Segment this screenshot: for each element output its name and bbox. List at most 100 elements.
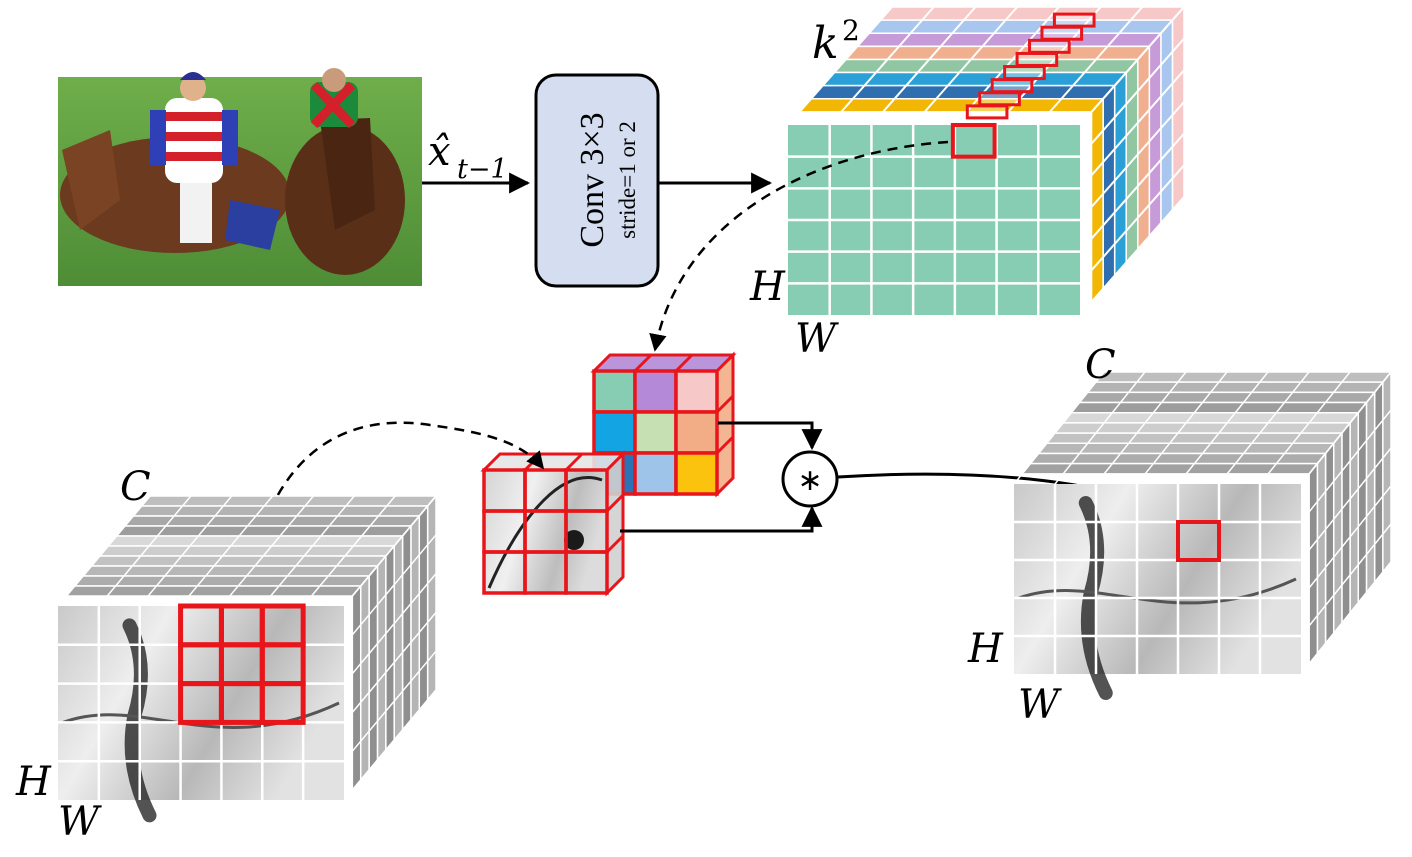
- kernel-side-gridline: [1079, 6, 1185, 126]
- kernel-side-gridline: [1079, 133, 1185, 253]
- kernel-width-label: W: [795, 316, 839, 362]
- cube-top-gridline: [564, 452, 584, 472]
- feature-slice-side: [1324, 441, 1335, 646]
- feature-top-gridline: [139, 495, 233, 607]
- kernel-top-gridline: [828, 6, 935, 126]
- cube-side-gridline: [605, 493, 625, 513]
- conv-box: [534, 73, 660, 288]
- input-feature-tensor: [57, 493, 438, 823]
- output-width-label: W: [1018, 682, 1062, 728]
- cube-cell: [633, 451, 678, 496]
- feature-side-gridline: [1300, 561, 1392, 675]
- feature-side-gridline: [1300, 523, 1392, 637]
- input-channel-label: C: [120, 464, 151, 510]
- arrow-kernel-to-filter: [649, 140, 949, 352]
- cube-top-gridline: [633, 353, 653, 373]
- cube-top-gridline: [674, 353, 694, 373]
- cube-side-gridline: [605, 534, 625, 554]
- feature-slice-side: [418, 503, 429, 713]
- kernel-slice-top: [855, 32, 1163, 48]
- cube-cell: [633, 410, 678, 455]
- cube-top-face: [590, 353, 737, 373]
- kernel-highlight-cell: [990, 78, 1034, 94]
- feature-highlight-cell: [1176, 520, 1221, 562]
- patch-texture-stroke: [487, 476, 603, 589]
- kernel-side-gridline: [1079, 196, 1185, 316]
- kernel-slice-top: [844, 45, 1151, 61]
- kernel-slice-top: [821, 71, 1128, 87]
- cube-cell: [674, 451, 719, 496]
- feature-side-gridline: [343, 534, 437, 646]
- input-image: [58, 68, 422, 286]
- arrow-patch-to-operator: [620, 505, 823, 533]
- output-feature-tensor: [1013, 369, 1393, 700]
- kernel-highlight-cell: [1028, 38, 1071, 54]
- feature-slice-side: [1357, 400, 1368, 605]
- kernel-tensor: [787, 5, 1186, 316]
- filter-cube: [590, 351, 737, 498]
- input-width-label: W: [58, 799, 102, 845]
- patch-texture: [484, 470, 607, 593]
- feature-side-gridline: [1300, 409, 1392, 523]
- feature-slice-side: [1332, 430, 1343, 636]
- kernel-slice-top: [878, 6, 1186, 21]
- feature-side-gridline: [343, 689, 437, 801]
- kernel-top-gridline: [1037, 6, 1144, 126]
- patch-cube: [480, 450, 627, 597]
- feature-slice-side: [410, 513, 421, 723]
- feature-top-gridline: [1259, 371, 1351, 485]
- feature-top-gridline: [98, 495, 192, 607]
- feature-slice-side: [1341, 420, 1351, 626]
- kernel-highlight-cell: [965, 104, 1009, 120]
- input-variable-label: x̂ t−1: [428, 129, 508, 185]
- patch-texture-blob: [564, 530, 584, 550]
- feature-side-gridline: [343, 650, 437, 762]
- cube-cell: [592, 410, 637, 455]
- cube-cell: [592, 369, 637, 414]
- kernel-depth-exponent: 2: [842, 14, 860, 47]
- cube-top-face: [480, 452, 627, 472]
- feature-top-gridline: [261, 495, 355, 607]
- feature-highlight-cell: [259, 681, 306, 725]
- feature-top-gridline: [1013, 371, 1105, 485]
- input-height-label: H: [15, 759, 52, 805]
- kernel-side-gridline: [1079, 164, 1185, 284]
- output-height-label: H: [967, 626, 1004, 672]
- feature-slice-side: [385, 543, 395, 753]
- conv-block: Conv 3×3 stride=1 or 2: [534, 73, 660, 288]
- feature-side-gridline: [1300, 447, 1392, 561]
- feature-side-gridline: [1300, 485, 1392, 599]
- feature-slice-side: [368, 563, 379, 773]
- arrow-filter-to-operator: [718, 421, 823, 451]
- feature-side-gridline: [1300, 371, 1392, 485]
- kernel-highlight-cell: [978, 91, 1021, 107]
- kernel-highlight-cell: [1003, 65, 1046, 81]
- kernel-highlight-cell: [1052, 12, 1096, 28]
- x-hat-symbol: x̂: [428, 129, 451, 175]
- feature-slice-side: [351, 583, 362, 793]
- feature-top-gridline: [220, 495, 315, 607]
- feature-slice-side: [1316, 451, 1327, 656]
- cube-cell: [633, 369, 678, 414]
- kernel-height-label: H: [749, 264, 786, 310]
- cube-side-gridline: [715, 435, 735, 455]
- conv-stride: stride=1 or 2: [615, 121, 640, 239]
- cube-cell: [674, 369, 719, 414]
- feature-slice-side: [1365, 390, 1376, 595]
- feature-side-gridline: [343, 611, 437, 723]
- cube-cell: [674, 410, 719, 455]
- feature-slice-side: [401, 523, 412, 733]
- feature-front-face: [1014, 484, 1301, 674]
- feature-top-gridline: [302, 495, 396, 607]
- kernel-top-gridline: [787, 6, 893, 126]
- kernel-highlight-cell: [1015, 51, 1059, 67]
- feature-top-gridline: [179, 495, 274, 607]
- cube-cell: [564, 550, 609, 595]
- kernel-slice-top: [832, 58, 1140, 74]
- feature-slice-side: [1308, 461, 1319, 666]
- kernel-highlight-cell: [1040, 25, 1084, 41]
- output-channel-label: C: [1085, 342, 1116, 388]
- feature-slice-side: [393, 533, 404, 743]
- operator-symbol: ∗: [797, 463, 822, 498]
